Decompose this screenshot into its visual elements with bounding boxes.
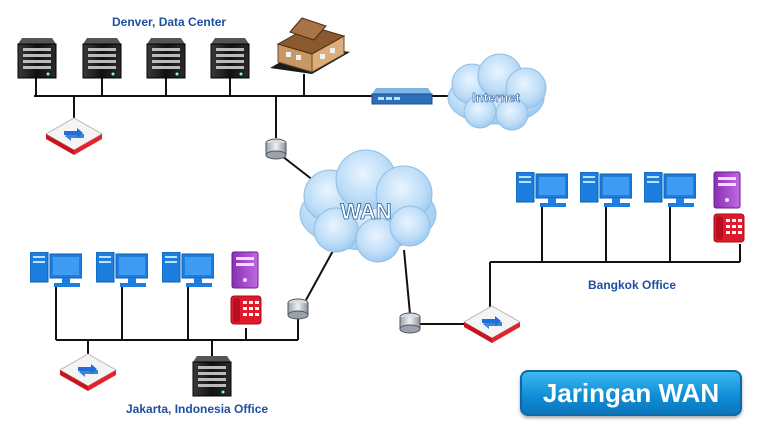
ip-phone-icon [713,213,745,243]
desktop-computer-icon [96,252,148,288]
wan-label: WAN [340,199,391,224]
modem-icon [371,87,433,105]
desktop-computer-icon [580,172,632,208]
desktop-computer-icon [516,172,568,208]
building-icon [269,17,351,75]
desktop-computer-icon [162,252,214,288]
internet-label: Internet [472,90,520,105]
router-icon [59,353,117,392]
pc-tower-icon [231,251,259,289]
ip-phone-icon [230,295,262,325]
title-badge: Jaringan WAN [520,370,742,416]
connector-icon [265,138,287,160]
jakarta-site [30,251,309,397]
router-icon [463,305,521,344]
internet-cloud: Internet [447,53,547,131]
connector-icon [287,298,309,320]
cloud-icon [447,53,547,131]
connector-icon [399,312,421,334]
pc-tower-icon [713,171,741,209]
cloud-icon [299,149,437,263]
server-icon [192,355,232,397]
bangkok-site [399,171,745,344]
server-icon [17,37,57,79]
desktop-computer-icon [644,172,696,208]
server-icon [146,37,186,79]
jakarta-site-label: Jakarta, Indonesia Office [126,402,269,416]
bangkok-site-label: Bangkok Office [588,278,677,292]
wan-cloud: WAN [299,149,437,263]
denver-site [17,17,433,160]
router-icon [45,117,103,156]
desktop-computer-icon [30,252,82,288]
server-icon [210,37,250,79]
denver-site-label: Denver, Data Center [112,15,227,29]
server-icon [82,37,122,79]
